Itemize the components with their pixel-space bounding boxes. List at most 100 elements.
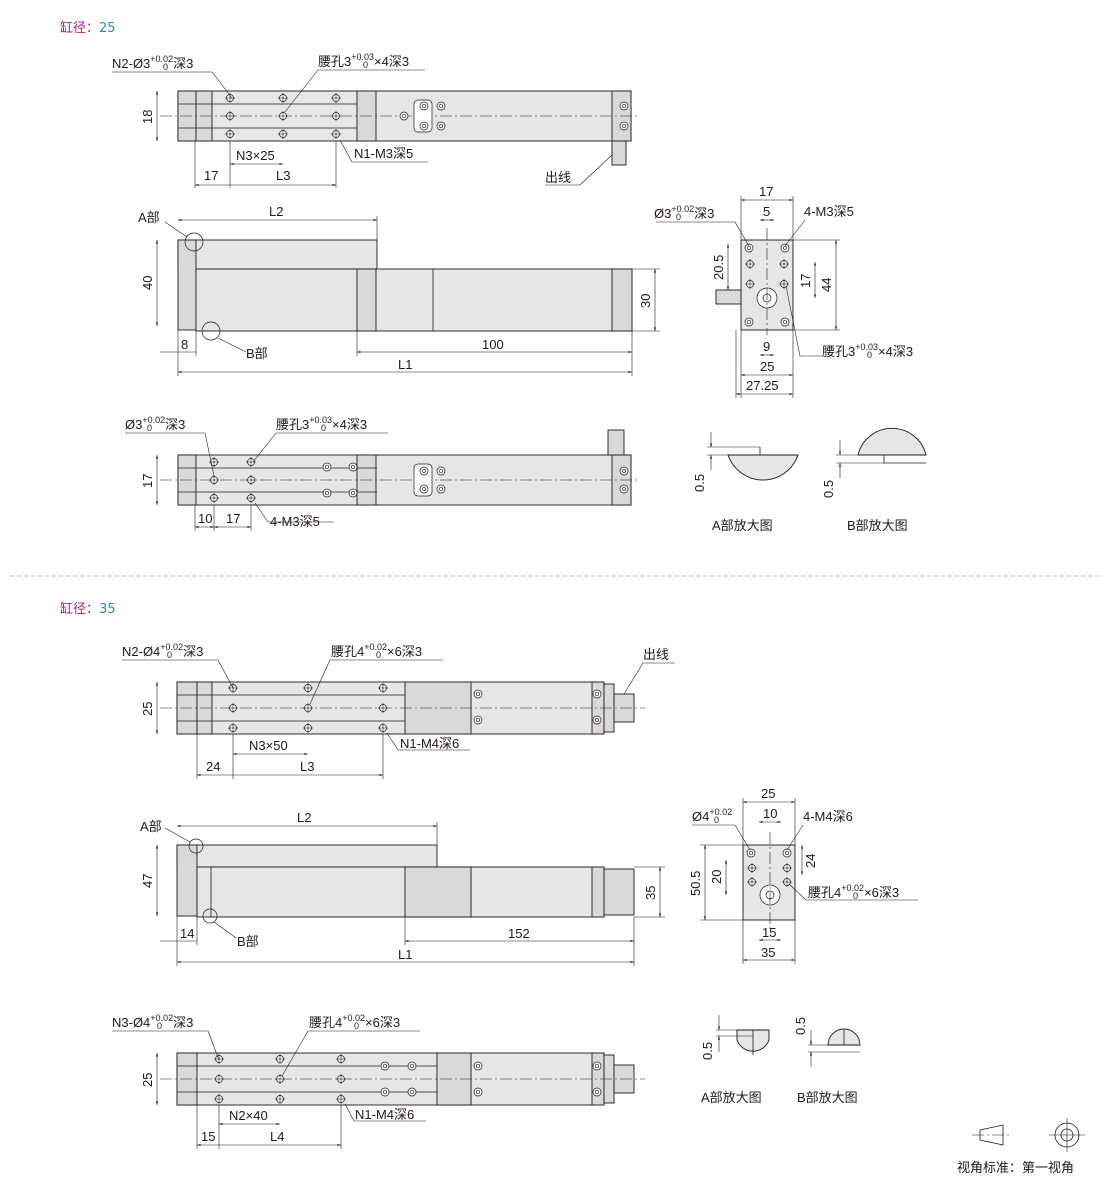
tol-bottom: 0: [157, 1021, 162, 1031]
bottom-callout-slot: 腰孔4+0.02×6深3: [309, 1013, 400, 1030]
dim-l1: L1: [398, 357, 412, 372]
tol-bottom: 0: [853, 891, 858, 901]
tol-bottom: 0: [163, 62, 168, 72]
side-view-25: [155, 216, 660, 376]
end-callout-thread: 4-M3深5: [804, 204, 854, 219]
tol-bottom: 0: [867, 350, 872, 360]
label-b: B部: [237, 934, 259, 949]
detail-label-b: B部放大图: [847, 518, 908, 533]
detail-dim-a: 0.5: [700, 1042, 715, 1060]
bottom-callout-holes: N3-Ø4+0.02深3: [112, 1013, 193, 1030]
detail-views-35: [716, 1015, 861, 1067]
dim-bottom-b: 35: [761, 945, 775, 960]
dim-height: 40: [140, 276, 155, 290]
dim-offset: 17: [204, 168, 218, 183]
label-b: B部: [246, 346, 268, 361]
dim-bottom-a: 15: [762, 925, 776, 940]
detail-dim-a: 0.5: [692, 474, 707, 492]
cable-outlet: [611, 140, 627, 166]
callout-slot: 腰孔4+0.02×6深3: [331, 642, 422, 659]
label-a: A部: [138, 210, 160, 225]
dim-l3: L3: [300, 759, 314, 774]
dim-l1: L1: [398, 947, 412, 962]
dim-l3: L3: [276, 168, 290, 183]
dim-pitch: N3×25: [236, 148, 275, 163]
callout-holes: N2-Ø4+0.02深3: [122, 642, 203, 659]
dim-pitch: N3×50: [249, 738, 288, 753]
end-callout-hole: Ø3+0.02深3: [654, 204, 714, 221]
top-view-35: [122, 659, 675, 779]
label-a: A部: [140, 819, 162, 834]
tol-bottom: 0: [167, 650, 172, 660]
dim-height: 18: [140, 110, 155, 124]
bottom-callout-slot: 腰孔3+0.03×4深3: [276, 415, 367, 432]
detail-label-a: A部放大图: [701, 1090, 762, 1105]
bore-label: 缸径：: [60, 602, 100, 617]
dim-width: 25: [761, 786, 775, 801]
dim-right: 30: [638, 294, 653, 308]
dim-inner: 10: [763, 806, 777, 821]
dim-width: 17: [759, 184, 773, 199]
callout-thread: N1-M3深5: [354, 146, 413, 161]
section-label-bore-35: 缸径：35: [60, 598, 116, 617]
dim-left-a: 50.5: [688, 871, 703, 896]
end-callout-thread: 4-M4深6: [803, 809, 853, 824]
tol-bottom: 0: [676, 212, 681, 222]
end-view-35: [692, 798, 918, 964]
detail-views-25: [707, 427, 927, 481]
dim-l2: L2: [297, 810, 311, 825]
dim-offset: 15: [201, 1129, 215, 1144]
dim-left: 20.5: [711, 255, 726, 280]
tol-bottom: 0: [376, 650, 381, 660]
dim-pitch: N2×40: [229, 1108, 268, 1123]
tol-bottom: 0: [363, 60, 368, 70]
outlet-label: 出线: [545, 170, 571, 185]
end-view-25: [656, 196, 840, 398]
dim-left: 8: [181, 337, 188, 352]
dim-right: 35: [643, 886, 658, 900]
slide-table: [177, 239, 378, 270]
bottom-view-35: [112, 1030, 645, 1149]
dim-l2: L2: [269, 204, 283, 219]
bottom-callout-thread: N1-M4深6: [355, 1107, 414, 1122]
bore-value: 25: [99, 21, 116, 36]
bore-label: 缸径：: [60, 21, 100, 36]
callout-thread: N1-M4深6: [400, 736, 459, 751]
dim-bottom-b: 25: [760, 359, 774, 374]
dim-right-b: 44: [819, 278, 834, 292]
detail-label-a: A部放大图: [712, 518, 773, 533]
dim-height: 25: [140, 1073, 155, 1087]
dim-height: 25: [140, 702, 155, 716]
cylinder-body: [196, 866, 605, 918]
top-view-25: [112, 69, 640, 188]
section-label-bore-25: 缸径：25: [60, 17, 116, 36]
bottom-callout-hole: Ø3+0.02深3: [125, 415, 185, 432]
projection-note: 视角标准：第一视角: [957, 1160, 1074, 1175]
dim-l4: L4: [270, 1129, 284, 1144]
dim-right: 24: [803, 854, 818, 868]
dim-stroke: 100: [482, 337, 504, 352]
cable-outlet: [607, 429, 625, 456]
bore-value: 35: [99, 602, 116, 617]
end-callout-slot: 腰孔4+0.02×6深3: [808, 883, 899, 900]
dim-inner: 5: [763, 204, 770, 219]
tol-bottom: 0: [321, 423, 326, 433]
dim-bottom-c: 27.25: [746, 378, 779, 393]
outlet-label: 出线: [643, 647, 669, 662]
dim-a: 10: [198, 511, 212, 526]
dim-left-b: 20: [709, 870, 724, 884]
cylinder-body: [195, 268, 633, 332]
end-callout-slot: 腰孔3+0.03×4深3: [822, 342, 913, 359]
bottom-view-25: [125, 429, 640, 531]
bottom-callout-thread: 4-M3深5: [270, 514, 320, 529]
end-callout-hole: Ø4+0.02: [692, 807, 732, 824]
slide-table: [176, 844, 438, 868]
dim-right-a: 17: [798, 274, 813, 288]
detail-dim-b: 0.5: [821, 480, 836, 498]
tol-bottom: 0: [714, 815, 719, 825]
dim-left: 14: [180, 926, 194, 941]
side-view-35: [155, 822, 665, 966]
dim-b: 17: [226, 511, 240, 526]
projection-symbol-icon: [972, 1118, 1085, 1152]
